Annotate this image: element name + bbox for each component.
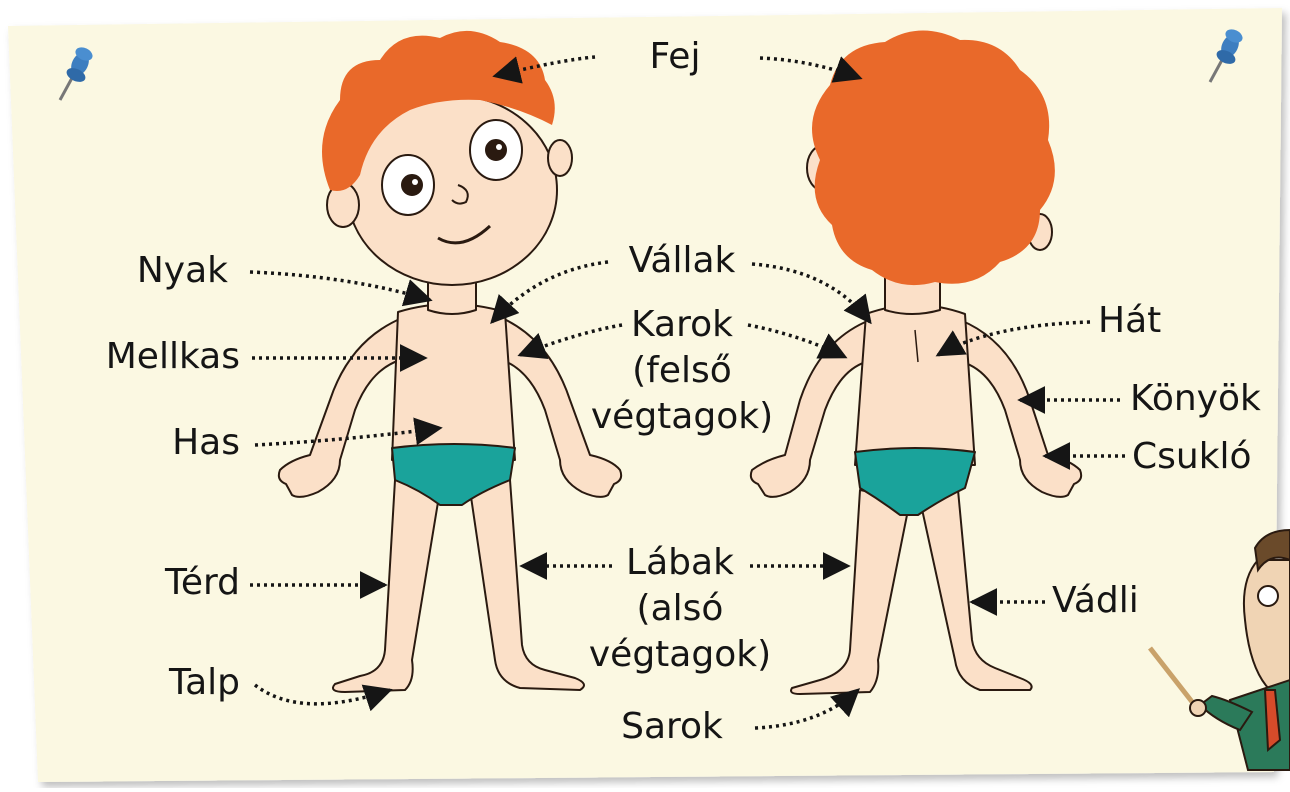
label-labak: Lábak — [626, 542, 734, 584]
label-karok-sub2: végtagok) — [591, 396, 773, 438]
label-terd: Térd — [165, 562, 240, 604]
label-konyok: Könyök — [1130, 378, 1261, 420]
label-talp: Talp — [169, 662, 240, 704]
label-vadli: Vádli — [1052, 580, 1139, 622]
label-labak-sub2: végtagok) — [589, 634, 771, 676]
label-hat: Hát — [1098, 300, 1161, 342]
label-karok-sub1: (felső — [632, 350, 732, 392]
label-karok: Karok — [631, 304, 733, 346]
label-nyak: Nyak — [137, 250, 228, 292]
label-mellkas: Mellkas — [106, 336, 240, 378]
label-sarok: Sarok — [621, 706, 723, 748]
label-labak-sub1: (alsó — [637, 588, 724, 630]
label-csuklo: Csukló — [1132, 436, 1252, 478]
label-has: Has — [172, 422, 240, 464]
label-vallak: Vállak — [629, 240, 736, 282]
label-fej: Fej — [650, 36, 701, 78]
